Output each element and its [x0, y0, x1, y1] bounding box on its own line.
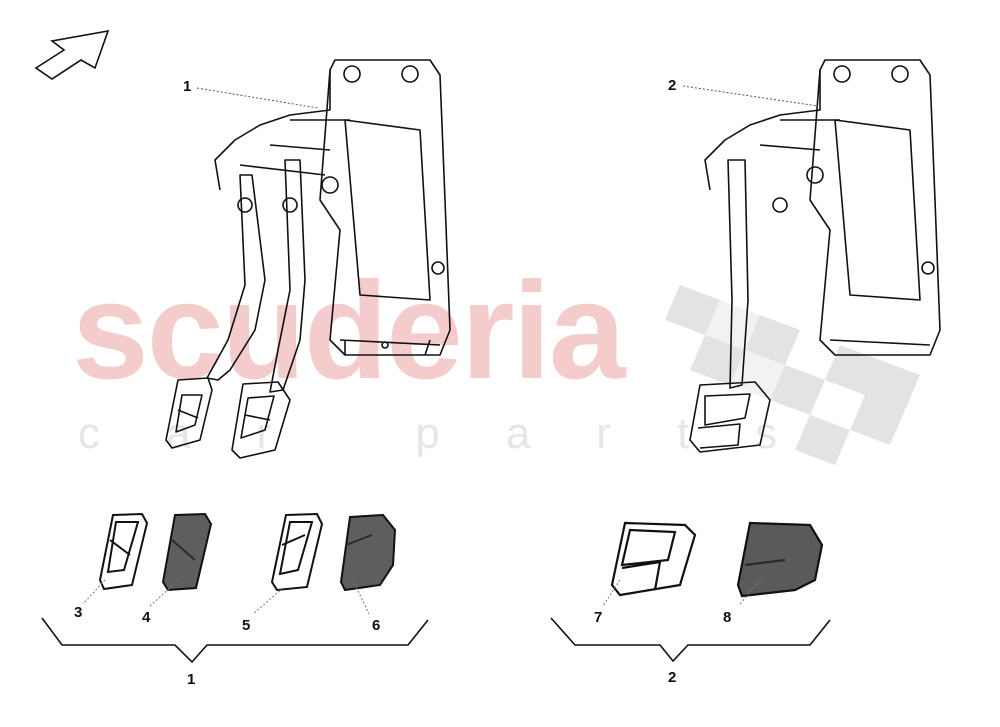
- callout-2[interactable]: 2: [668, 77, 677, 94]
- group-brace-1: [41, 617, 429, 664]
- checkered-flag-icon: [665, 285, 920, 465]
- arrow-up-right-icon: [34, 29, 110, 80]
- callout-8[interactable]: 8: [723, 609, 732, 626]
- callout-4[interactable]: 4: [142, 609, 151, 626]
- group-label-2: 2: [668, 669, 677, 686]
- callout-6[interactable]: 6: [372, 617, 381, 634]
- leader-line-1: [196, 87, 319, 109]
- part-7-pad[interactable]: [610, 521, 697, 597]
- part-leader-lines: [82, 574, 763, 615]
- callout-7[interactable]: 7: [594, 609, 603, 626]
- pedal-box-assembly-1[interactable]: [165, 59, 451, 459]
- group-label-1: 1: [187, 671, 196, 688]
- group-brace-2: [550, 617, 831, 663]
- part-5-pad[interactable]: [270, 512, 324, 592]
- leader-line-2: [682, 85, 819, 107]
- part-6-pad[interactable]: [339, 513, 397, 592]
- part-3-pad[interactable]: [98, 512, 149, 591]
- callout-5[interactable]: 5: [242, 617, 251, 634]
- watermark-tagline: car parts: [78, 409, 844, 458]
- watermark-brand: scuderia: [72, 254, 626, 408]
- part-4-pad[interactable]: [161, 512, 213, 592]
- callout-1[interactable]: 1: [183, 78, 192, 95]
- callout-3[interactable]: 3: [74, 604, 83, 621]
- pedal-box-assembly-2[interactable]: [689, 59, 941, 453]
- part-8-pad[interactable]: [736, 521, 824, 598]
